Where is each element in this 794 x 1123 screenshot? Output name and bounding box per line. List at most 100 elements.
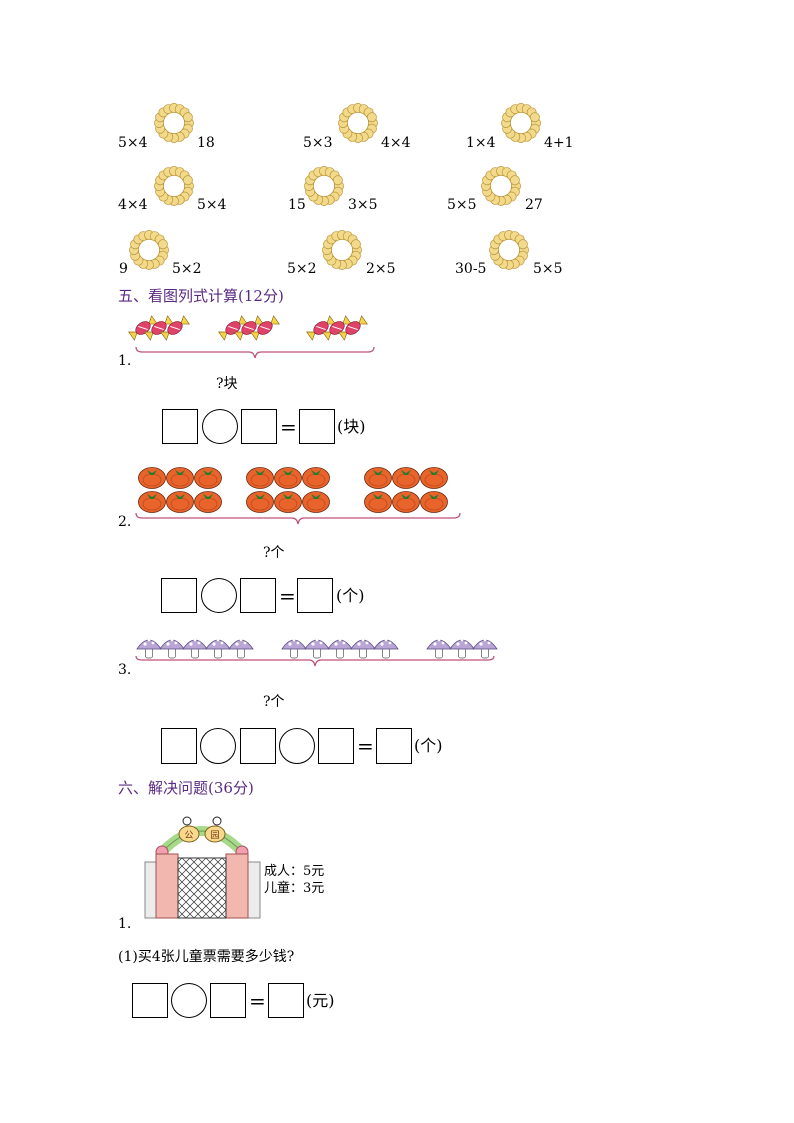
equals-sign: = — [357, 734, 374, 758]
mushroom-icon — [426, 638, 452, 659]
mushroom-icon — [449, 638, 475, 659]
candy-icon — [128, 315, 158, 341]
section5-title: 五、看图列式计算(12分) — [118, 287, 284, 305]
tomato-icon — [246, 491, 274, 513]
answer-box[interactable] — [240, 728, 276, 764]
flower-circle-icon[interactable] — [321, 229, 363, 271]
compare-left: 9 — [119, 261, 128, 277]
compare-right: 3×5 — [348, 197, 378, 213]
tomato-icon — [194, 491, 222, 513]
answer-box[interactable] — [240, 578, 276, 613]
tomato-icon — [364, 467, 392, 489]
candy-icon — [306, 315, 336, 341]
section6-title: 六、解决问题(36分) — [118, 779, 254, 797]
answer-box[interactable] — [161, 728, 197, 764]
flower-circle-icon[interactable] — [500, 102, 542, 144]
compare-right: 27 — [525, 197, 543, 213]
operator-circle[interactable] — [201, 578, 237, 613]
operator-circle[interactable] — [202, 409, 238, 444]
tomato-icon — [364, 491, 392, 513]
compare-right: 4+1 — [544, 135, 574, 151]
mushroom-icon — [182, 638, 208, 659]
equals-sign: = — [279, 584, 296, 608]
candy-icon — [338, 315, 368, 341]
gate-sign-char: 园 — [210, 830, 219, 841]
unit-label: (块) — [337, 417, 366, 436]
tomato-icon — [274, 467, 302, 489]
candy-icon — [250, 315, 280, 341]
operator-circle[interactable] — [171, 983, 207, 1018]
gate-sign-char: 公 — [184, 830, 193, 841]
flower-circle-icon[interactable] — [488, 229, 530, 271]
problem-question: ?块 — [216, 376, 238, 392]
compare-right: 18 — [197, 135, 215, 151]
brace-icon — [135, 655, 495, 667]
brace-icon — [135, 512, 461, 525]
question-text: (1)买4张儿童票需要多少钱? — [118, 949, 295, 965]
answer-box[interactable] — [210, 983, 246, 1018]
answer-box[interactable] — [268, 983, 304, 1018]
compare-left: 1×4 — [466, 135, 496, 151]
answer-box[interactable] — [297, 578, 333, 613]
flower-circle-icon[interactable] — [337, 102, 379, 144]
flower-circle-icon[interactable] — [153, 165, 195, 207]
operator-circle[interactable] — [200, 728, 236, 764]
compare-left: 30-5 — [455, 261, 487, 277]
candy-icon — [218, 315, 248, 341]
price-adult: 成人：5元 — [264, 864, 325, 879]
mushroom-icon — [472, 638, 498, 659]
tomato-icon — [420, 467, 448, 489]
problem-number: 3. — [118, 662, 132, 678]
tomato-icon — [138, 491, 166, 513]
answer-box[interactable] — [318, 728, 354, 764]
tomato-icon — [194, 467, 222, 489]
candy-icon — [160, 315, 190, 341]
park-gate-picture: 公 园 — [144, 816, 261, 919]
compare-right: 5×4 — [197, 197, 227, 213]
compare-right: 4×4 — [381, 135, 411, 151]
compare-left: 5×2 — [287, 261, 317, 277]
answer-box[interactable] — [376, 728, 412, 764]
tomato-icon — [166, 467, 194, 489]
answer-box[interactable] — [162, 409, 198, 444]
problem-number: 1. — [118, 916, 132, 932]
tomato-icon — [166, 491, 194, 513]
candy-icon — [322, 315, 352, 341]
unit-label: (个) — [336, 586, 365, 605]
mushroom-icon — [373, 638, 399, 659]
compare-left: 5×3 — [303, 135, 333, 151]
tomato-icon — [274, 491, 302, 513]
unit-label: (元) — [306, 991, 335, 1010]
compare-left: 4×4 — [118, 197, 148, 213]
compare-left: 15 — [288, 197, 306, 213]
flower-circle-icon[interactable] — [480, 165, 522, 207]
tomato-picture — [138, 467, 448, 513]
mushroom-icon — [350, 638, 376, 659]
answer-box[interactable] — [241, 409, 277, 444]
compare-right: 5×2 — [172, 261, 202, 277]
compare-left: 5×4 — [118, 135, 148, 151]
flower-circle-icon[interactable] — [153, 102, 195, 144]
flower-circle-icon[interactable] — [303, 165, 345, 207]
problem-question: ?个 — [263, 694, 285, 710]
problem-question: ?个 — [263, 545, 285, 561]
tomato-icon — [392, 491, 420, 513]
compare-right: 2×5 — [366, 261, 396, 277]
mushroom-icon — [159, 638, 185, 659]
mushroom-picture — [136, 638, 498, 659]
tomato-icon — [246, 467, 274, 489]
brace-icon — [135, 346, 375, 359]
problem-number: 1. — [118, 353, 132, 369]
operator-circle[interactable] — [279, 728, 315, 764]
answer-box[interactable] — [161, 578, 197, 613]
candy-icon — [144, 315, 174, 341]
equals-sign: = — [249, 989, 266, 1013]
price-child: 儿童：3元 — [264, 881, 325, 896]
mushroom-icon — [136, 638, 162, 659]
tomato-icon — [302, 467, 330, 489]
answer-box[interactable] — [132, 983, 168, 1018]
mushroom-icon — [304, 638, 330, 659]
flower-circle-icon[interactable] — [128, 229, 170, 271]
answer-box[interactable] — [299, 409, 335, 444]
mushroom-icon — [228, 638, 254, 659]
